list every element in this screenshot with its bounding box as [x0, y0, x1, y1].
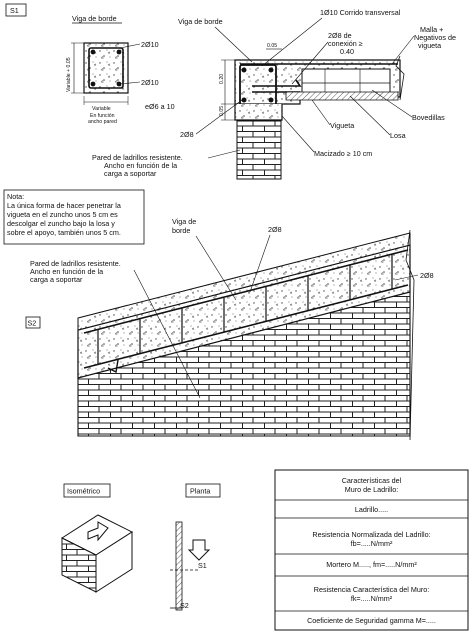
s1-main-section: [234, 55, 405, 180]
bar-side-label: 2Ø8: [180, 130, 194, 139]
dim-020: 0.20: [219, 74, 225, 84]
table-row-4-a: Resistencia Característica del Muro:: [314, 585, 429, 594]
macizado-label: Macizado ≥ 10 cm: [314, 149, 372, 158]
note-l2: La única forma de hacer penetrar la: [7, 201, 121, 210]
s2-tag: S2: [28, 319, 37, 328]
s2-inclined-section: [77, 229, 415, 441]
s2-pared-1: Pared de ladrillos resistente.: [30, 259, 121, 268]
iso-title: Isométrico: [67, 487, 100, 496]
s1-section-title: Viga de borde: [72, 14, 117, 23]
conexion-2: conexión ≥: [328, 39, 363, 48]
table-row-0-b: Muro de Ladrillo:: [345, 485, 399, 494]
note-l3: vigueta en el zuncho unos 5 cm es: [7, 210, 118, 219]
note-l5: sobre el apoyo, también unos 5 cm.: [7, 228, 121, 237]
dim-note-1: En función: [90, 113, 115, 119]
planta-plan-view: [170, 521, 211, 611]
malla-3: vigueta: [418, 41, 441, 50]
dim-horizontal: Variable: [92, 106, 111, 112]
s2-bar-a: 2Ø8: [268, 225, 282, 234]
note-l1: Nota:: [7, 192, 24, 201]
malla-1: Malla +: [420, 25, 443, 34]
s1-pared-2: Ancho en función de la: [104, 161, 177, 170]
s1-pared-1: Pared de ladrillos resistente.: [92, 153, 183, 162]
table-row-2-a: Resistencia Normalizada del Ladrillo:: [312, 530, 430, 539]
s1-tag-box: [5, 3, 27, 17]
s2-viga-1: Viga de: [172, 217, 196, 226]
planta-s2: S2: [180, 601, 189, 610]
planta-title: Planta: [190, 487, 210, 496]
planta-title-box: [185, 483, 221, 498]
note-l4: descolgar el zuncho bajo la losa y: [7, 219, 115, 228]
stirrups-label: eØ6 a 10: [145, 102, 175, 111]
dim-005b: 0.05: [219, 106, 225, 116]
viga-label: Viga de borde: [178, 17, 223, 26]
note-box: [3, 189, 145, 245]
s2-pared-3: carga a soportar: [30, 275, 83, 284]
bar-bottom-label: 2Ø10: [141, 78, 159, 87]
losa-label: Losa: [390, 131, 406, 140]
bar-top-label: 2Ø10: [141, 40, 159, 49]
corrido-label: 1Ø10 Corrido transversal: [320, 8, 401, 17]
table-row-5: Coeficiente de Seguridad gamma M=.....: [307, 616, 436, 625]
table-row-3: Mortero M....., fm=.....N/mm²: [326, 560, 417, 569]
planta-s1: S1: [198, 561, 207, 570]
isometric-wall-icon: [60, 514, 134, 593]
table-row-4-b: fk=.....N/mm²: [351, 594, 393, 603]
table-row-2-b: fb=.....N/mm²: [351, 539, 393, 548]
s2-bar-b: 2Ø8: [420, 271, 434, 280]
dim-note-2: ancho pared: [88, 119, 117, 125]
s2-viga-2: borde: [172, 226, 190, 235]
vigueta-label: Vigueta: [330, 121, 354, 130]
s1-pared-3: carga a soportar: [104, 169, 157, 178]
conexion-3: 0.40: [340, 47, 354, 56]
conexion-1: 2Ø8 de: [328, 31, 352, 40]
s1-tag: S1: [10, 6, 19, 15]
characteristics-table: Características del Muro de Ladrillo: La…: [274, 469, 469, 631]
beam-cross-section: [83, 42, 129, 94]
dim-005: 0.05: [267, 43, 277, 49]
bovedillas-label: Bovedillas: [412, 113, 445, 122]
malla-2: Negativos de: [414, 33, 456, 42]
iso-title-box: [63, 483, 111, 498]
s2-tag-box: [25, 316, 41, 329]
table-row-0-a: Características del: [342, 476, 402, 485]
table-row-1: Ladrillo.....: [355, 505, 388, 514]
dim-vertical: Variable + 0.05: [66, 57, 72, 92]
s2-pared-2: Ancho en función de la: [30, 267, 103, 276]
